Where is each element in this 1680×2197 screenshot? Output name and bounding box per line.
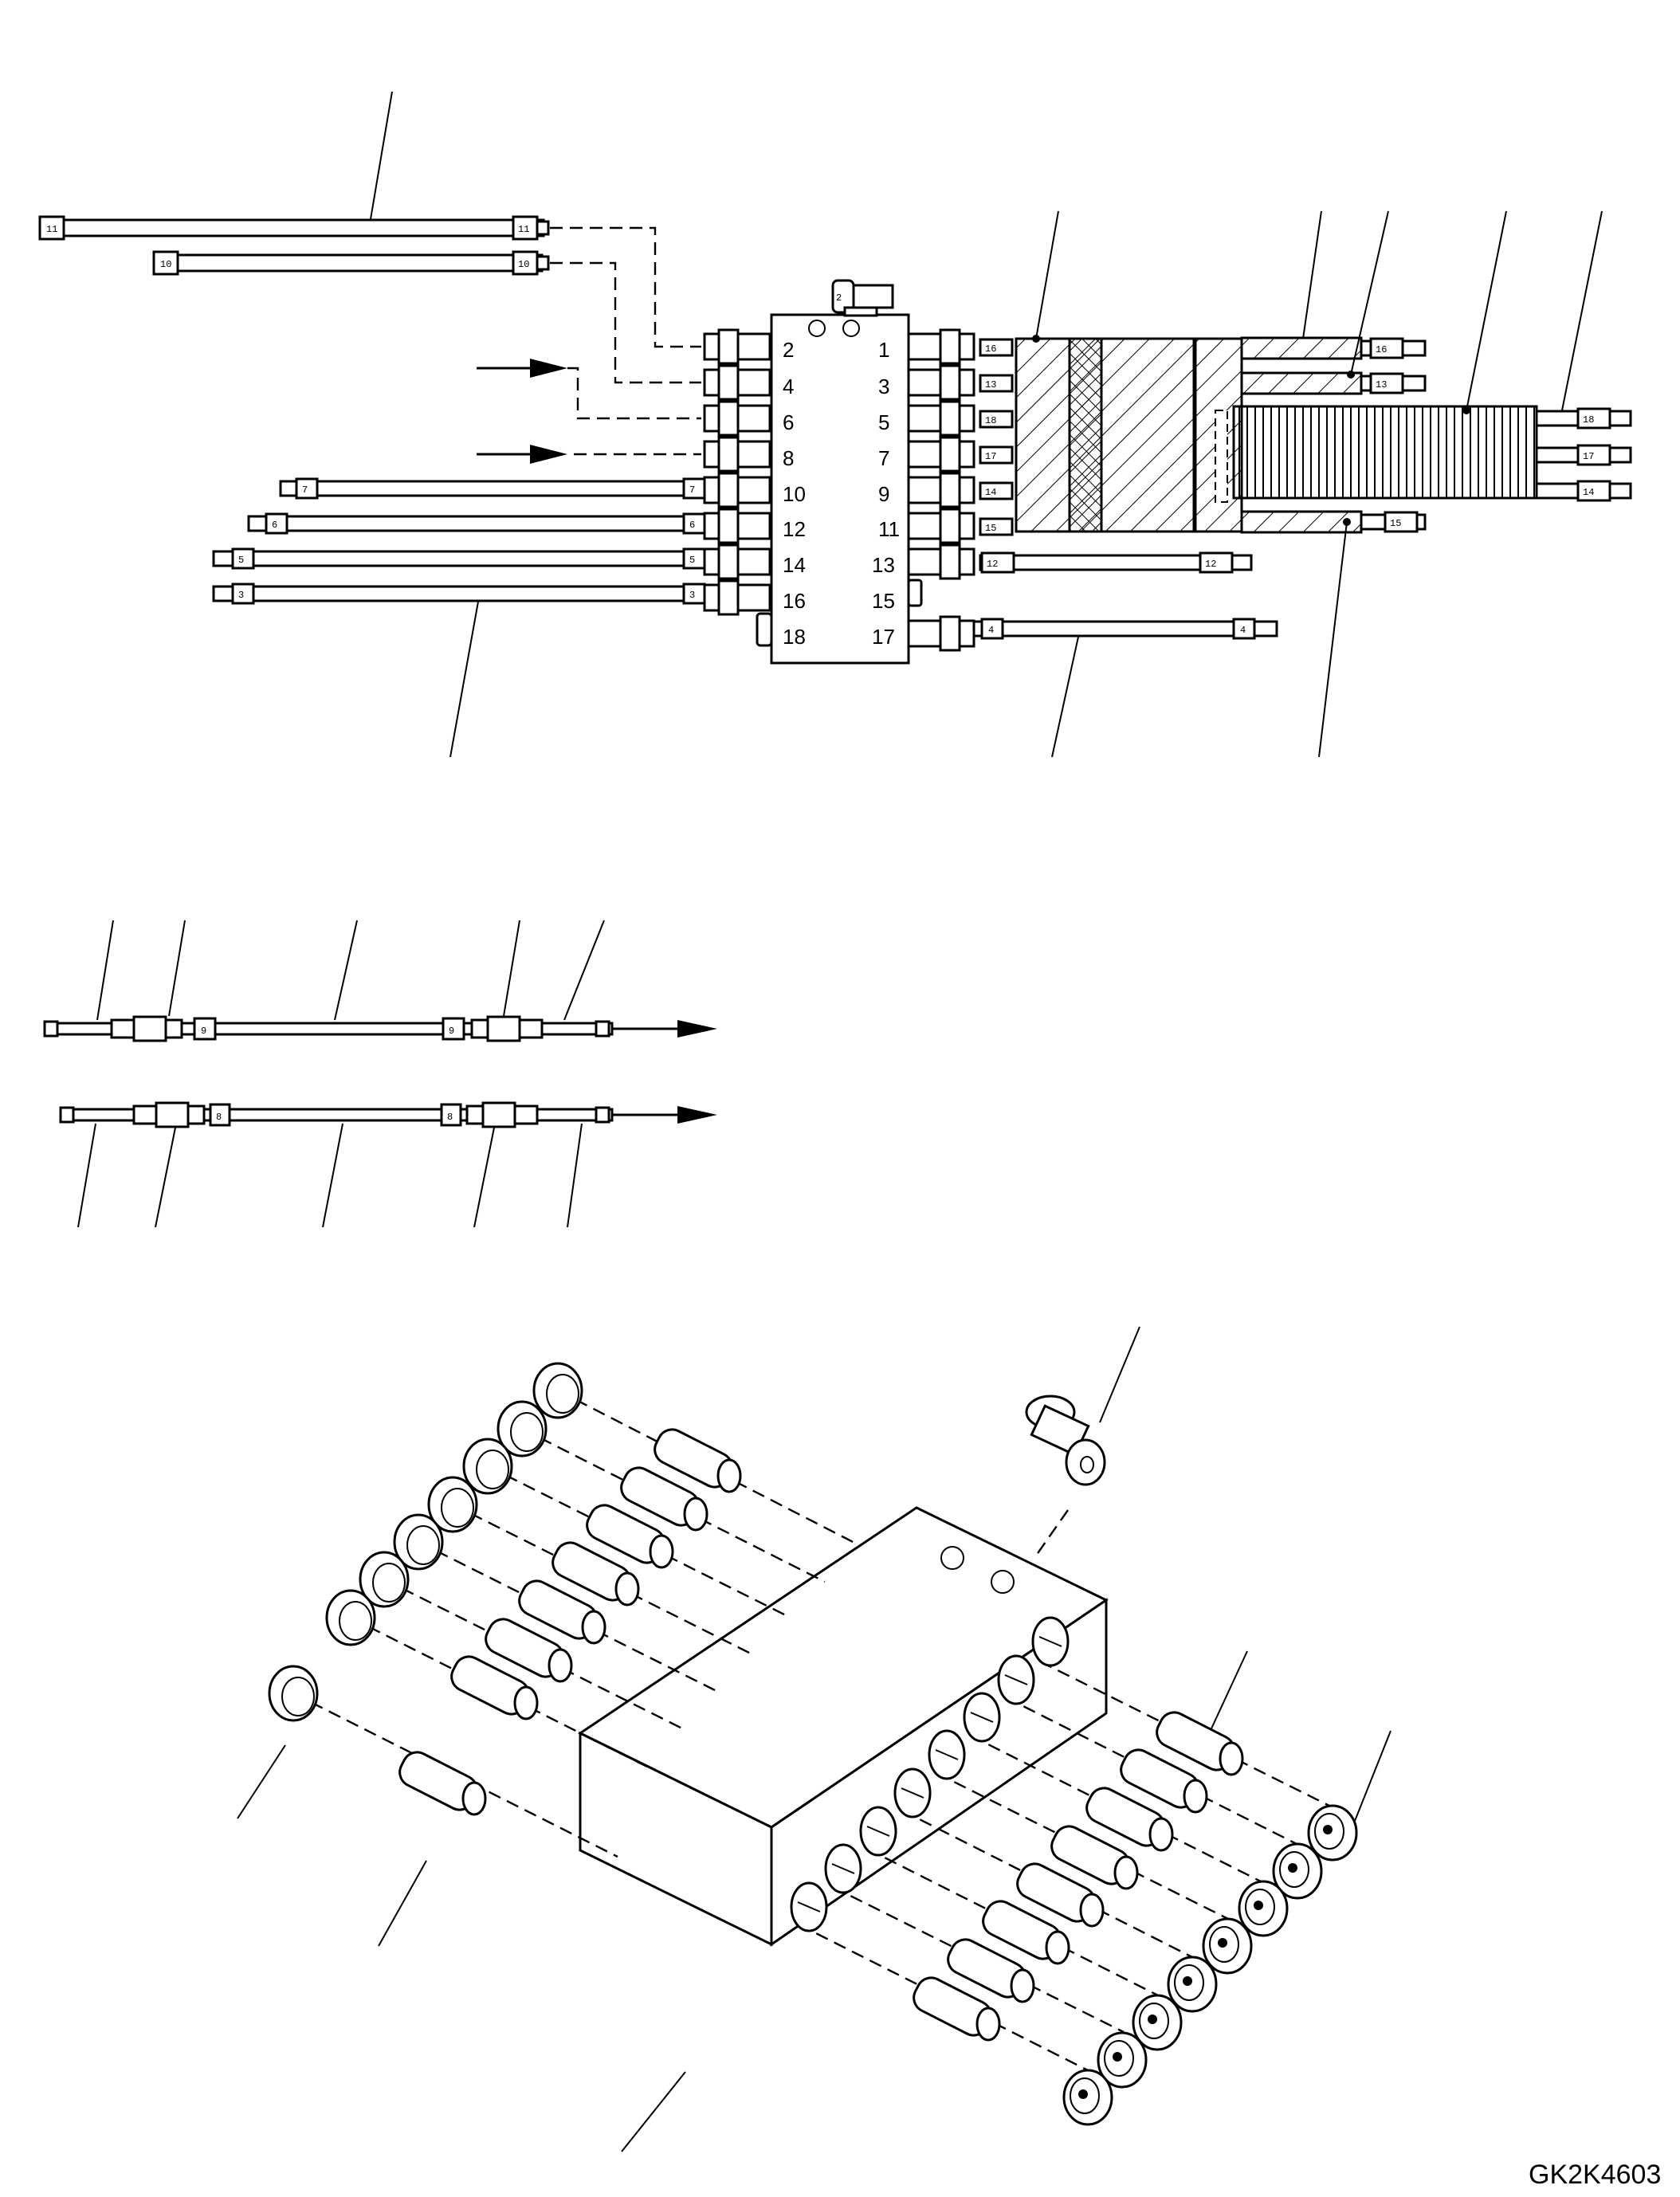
- tube-tag: 14: [985, 487, 996, 498]
- tube-tag: 5: [238, 555, 244, 566]
- port-label: 14: [783, 553, 806, 577]
- port-label: 4: [783, 375, 794, 398]
- block-port-labels: 2 4 6 8 10 12 14 16 18 1 3 5 7 9 11 13 1…: [783, 338, 900, 649]
- iso-caps-right: [1062, 1804, 1358, 2126]
- tubes-left: 7 7 6 6 5 5 3 3: [212, 477, 709, 605]
- tube-tag: 17: [985, 451, 996, 462]
- tube-tag: 9: [201, 1026, 206, 1037]
- right-tube-tags: 16 13 18 17 14 15: [979, 338, 1014, 536]
- tube-right-17: 4 4: [972, 618, 1278, 640]
- tube-tag: 8: [447, 1112, 453, 1123]
- tube-top-long: 11 11: [38, 215, 550, 241]
- tube-tag: 16: [1376, 344, 1387, 355]
- tube-tag: 6: [272, 520, 277, 531]
- tube-tag: 7: [302, 485, 308, 496]
- svg-text:2: 2: [836, 292, 842, 304]
- drawing-code: GK2K4603: [1529, 2160, 1661, 2190]
- schematic-view: 11 11 10 10: [38, 91, 1632, 758]
- tube-tag: 12: [1205, 559, 1216, 570]
- inlet-arrows: [477, 359, 567, 464]
- port-label: 11: [878, 517, 900, 541]
- tube-tag: 18: [985, 415, 996, 426]
- tube-tag: 6: [689, 520, 695, 531]
- port-label: 18: [783, 625, 806, 649]
- leader-lines-top: [370, 91, 1603, 758]
- port-label: 6: [783, 410, 794, 434]
- leader-lines-middle: [77, 920, 605, 1228]
- tube-tag: 11: [518, 224, 529, 235]
- port-label: 16: [783, 589, 806, 613]
- port-label: 3: [878, 375, 889, 398]
- port-label: 9: [878, 482, 889, 506]
- port-label: 2: [783, 338, 794, 362]
- port-label: 1: [878, 338, 889, 362]
- leader-lines-bottom: [237, 1326, 1391, 2152]
- iso-fittings-left: [398, 1428, 742, 1816]
- sleeve-bundle: [1015, 335, 1538, 534]
- tube-tag: 4: [988, 625, 994, 636]
- port-label: 12: [783, 517, 806, 541]
- right-tube-ends: 16 13 15 18 17 14: [1360, 337, 1632, 533]
- tube-tag: 18: [1583, 414, 1594, 426]
- tube-tag: 3: [238, 590, 244, 601]
- tube-tag: 7: [689, 485, 695, 496]
- port-label: 8: [783, 446, 794, 470]
- tube-tag: 3: [689, 590, 695, 601]
- port-label: 15: [872, 589, 895, 613]
- port-label: 7: [878, 446, 889, 470]
- tube-assemblies: 9 9 8 8: [43, 920, 717, 1228]
- iso-fittings-right: [913, 1711, 1244, 2042]
- tube-tag: 13: [985, 379, 996, 390]
- tube-tag: 10: [518, 259, 529, 270]
- tube-tag: 17: [1583, 451, 1594, 462]
- tube-tag: 11: [46, 224, 57, 235]
- iso-ports-right: [790, 1616, 1070, 1932]
- tube-tag: 8: [216, 1112, 222, 1123]
- tube-assembly-upper: 9 9: [43, 1015, 717, 1042]
- tube-tag: 15: [985, 523, 996, 534]
- tube-tag: 4: [1240, 625, 1246, 636]
- dashed-routes: [550, 226, 701, 456]
- tube-top-short: 10 10: [152, 250, 550, 276]
- port-label: 5: [878, 410, 889, 434]
- port-label: 17: [872, 625, 895, 649]
- tube-tag: 5: [689, 555, 695, 566]
- port-label: 10: [783, 482, 806, 506]
- tube-right-13: 12 12: [979, 551, 1253, 574]
- tube-tag: 9: [449, 1026, 454, 1037]
- fittings-left: [703, 328, 773, 647]
- iso-elbow-fitting: [1025, 1395, 1106, 1486]
- tube-tag: 12: [987, 559, 998, 570]
- distributor-block: 2: [770, 279, 910, 665]
- tube-tag: 14: [1583, 487, 1594, 498]
- tube-tag: 15: [1390, 518, 1401, 529]
- tube-tag: 16: [985, 343, 996, 355]
- tube-tag: 10: [160, 259, 171, 270]
- fittings-right: [907, 328, 975, 652]
- port-label: 13: [872, 553, 895, 577]
- tube-tag: 13: [1376, 379, 1387, 390]
- iso-caps-left: [268, 1362, 583, 1722]
- tube-assembly-lower: 8 8: [59, 1101, 717, 1128]
- exploded-isometric-view: [237, 1326, 1391, 2152]
